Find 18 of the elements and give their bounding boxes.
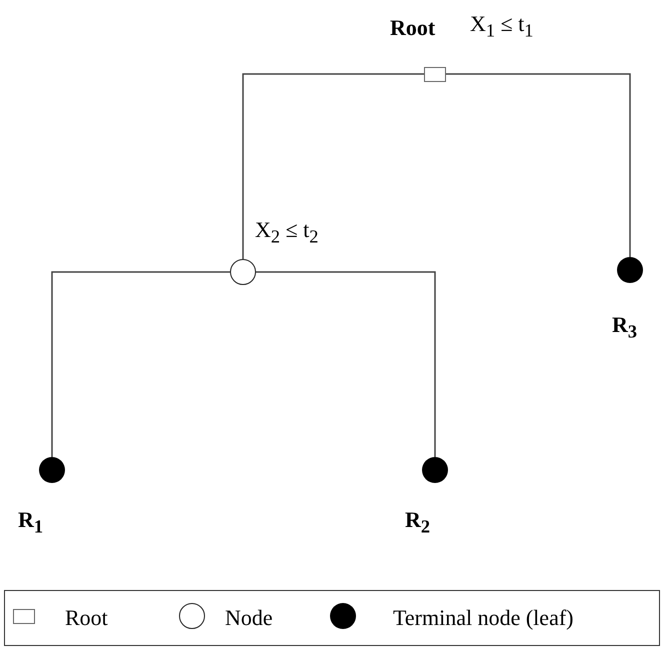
legend-label: Node bbox=[225, 605, 273, 631]
legend-label: Root bbox=[65, 605, 108, 631]
root-square bbox=[424, 66, 446, 82]
split-condition: X$_{1}$ ≤ t$_{1}$ bbox=[470, 12, 534, 41]
leaf-node-circle bbox=[617, 257, 643, 283]
region-label: R$_{2}$ bbox=[405, 508, 430, 537]
leaf-node-circle bbox=[422, 457, 448, 483]
connector-line bbox=[446, 73, 631, 257]
split-condition: X$_{2}$ ≤ t$_{2}$ bbox=[255, 218, 318, 247]
region-label: R$_{1}$ bbox=[18, 508, 44, 537]
root-label: Root bbox=[390, 16, 436, 40]
connector-line bbox=[256, 271, 436, 457]
connector-line bbox=[51, 271, 230, 457]
legend-label: Terminal node (leaf) bbox=[393, 605, 574, 631]
leaf-node-circle bbox=[39, 457, 65, 483]
region-label: R$_{3}$ bbox=[612, 313, 638, 342]
connector-line bbox=[242, 73, 424, 259]
split-node-circle bbox=[230, 259, 256, 285]
